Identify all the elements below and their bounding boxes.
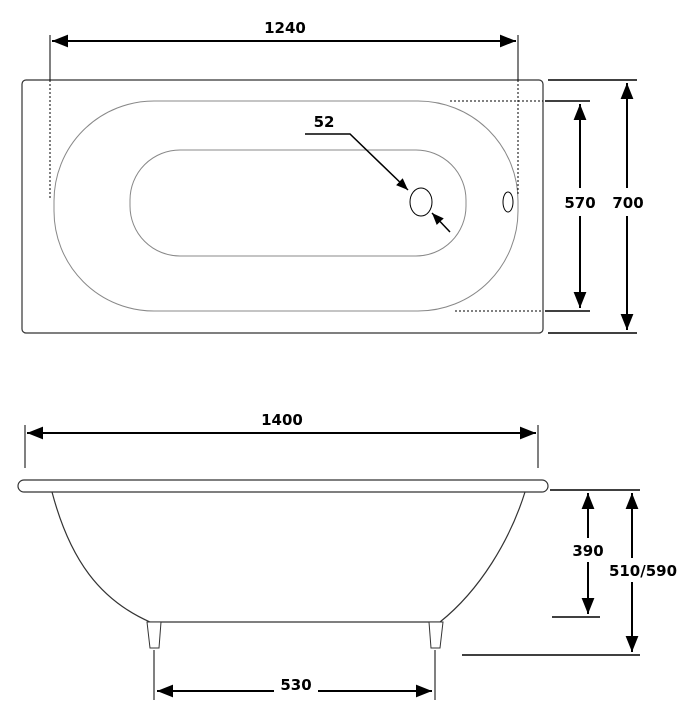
tub-body-side bbox=[51, 491, 526, 623]
top-view: 1240 570 700 52 bbox=[21, 16, 648, 334]
drain-hole bbox=[409, 187, 433, 217]
dimension-label-length-top: 1240 bbox=[264, 19, 306, 37]
dimension-label-length-side: 1400 bbox=[261, 411, 303, 429]
tub-basin-outline bbox=[53, 100, 519, 312]
overflow-hole bbox=[502, 191, 514, 213]
dimension-label-drain: 52 bbox=[314, 113, 335, 131]
dimension-label-height: 510/590 bbox=[609, 562, 677, 580]
side-view: 1400 390 510/590 530 bbox=[17, 408, 681, 700]
tub-rim-side bbox=[17, 479, 549, 493]
dimension-label-inner-width: 570 bbox=[564, 194, 595, 212]
tub-foot-right bbox=[428, 621, 444, 649]
dimension-label-outer-width: 700 bbox=[612, 194, 643, 212]
dimension-label-depth: 390 bbox=[572, 542, 603, 560]
tub-bottom-outline bbox=[129, 149, 467, 257]
tub-rim-outline bbox=[21, 79, 544, 334]
dimension-label-feet-spacing: 530 bbox=[280, 676, 311, 694]
tub-foot-left bbox=[146, 621, 162, 649]
